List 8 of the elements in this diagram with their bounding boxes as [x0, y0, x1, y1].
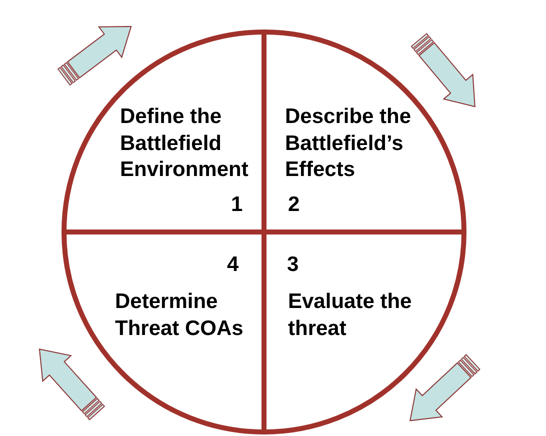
step-title: Describe the Battlefield’s Effects	[285, 104, 412, 183]
step-number: 2	[288, 192, 300, 218]
step-number: 4	[227, 252, 239, 278]
step-number: 1	[231, 192, 243, 218]
step-title: Determine Threat COAs	[115, 289, 244, 342]
step-title: Evaluate the threat	[288, 289, 413, 342]
step-number: 3	[287, 252, 299, 278]
step-title: Define the Battlefield Environment	[120, 104, 250, 183]
